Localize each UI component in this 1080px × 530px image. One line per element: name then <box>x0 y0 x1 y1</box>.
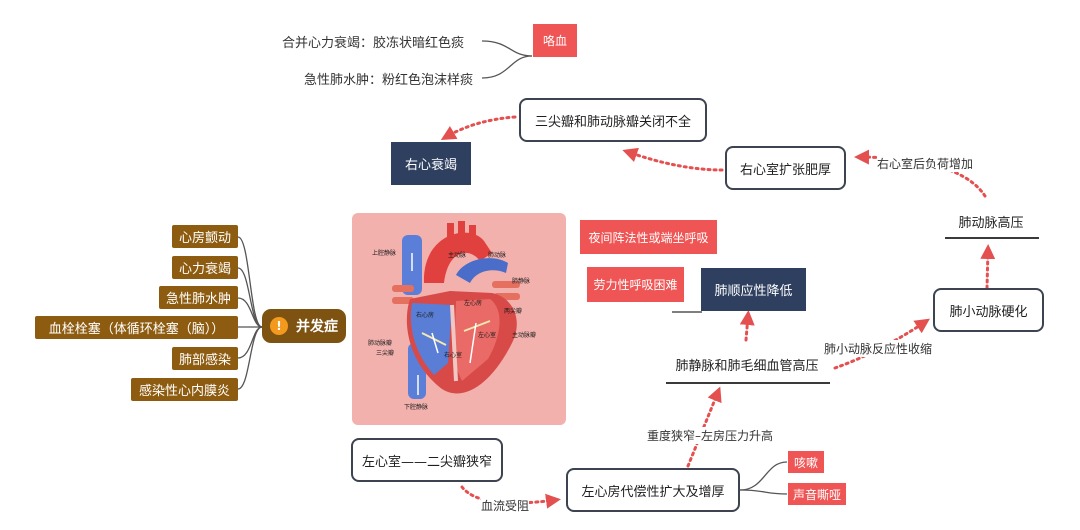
complications-central-node: ! 并发症 <box>262 309 346 343</box>
afterload-edge-label: 右心室后负荷增加 <box>877 155 974 172</box>
complication-endocarditis: 感染性心内膜炎 <box>131 378 238 401</box>
complication-atrial-fibrillation: 心房颤动 <box>172 225 238 248</box>
heart-label-pv: 肺静脉 <box>512 277 530 285</box>
right-heart-failure-node: 右心衰竭 <box>391 142 471 185</box>
pulmonary-artery-htn-underline <box>945 237 1039 239</box>
severe-stenosis-edge-label: 重度狭窄–左房压力升高 <box>647 427 774 444</box>
rv-hypertrophy-node: 右心室扩张肥厚 <box>725 146 846 190</box>
hemoptysis-brace <box>481 40 533 79</box>
heart-label-aorta: 主动脉 <box>448 251 466 259</box>
obstruction-edge-label: 血流受阻 <box>481 497 530 514</box>
heart-label-lv: 左心室 <box>478 331 496 339</box>
pulmonary-arteriole-node: 肺小动脉硬化 <box>933 288 1044 332</box>
reflex-edge-label: 肺小动脉反应性收缩 <box>824 340 933 357</box>
mitral-stenosis-node: 左心室——二尖瓣狭窄 <box>351 438 503 482</box>
heart-label-aortic-valve: 主动脉瓣 <box>512 331 536 339</box>
central-label: 并发症 <box>296 319 338 335</box>
hoarseness-tag: 声音嘶哑 <box>788 483 846 505</box>
heart-label-ra: 右心房 <box>416 311 434 319</box>
pulmonary-vein-htn-underline <box>666 382 830 384</box>
exertional-dyspnea-tag: 劳力性呼吸困难 <box>587 267 684 302</box>
cough-tag: 咳嗽 <box>788 451 824 473</box>
complication-pulmonary-edema: 急性肺水肿 <box>159 286 238 309</box>
heart-label-ivc: 下腔静脉 <box>404 403 428 411</box>
warning-icon: ! <box>270 317 288 335</box>
complication-thromboembolism: 血栓栓塞（体循环栓塞（脑）） <box>35 316 238 339</box>
complication-heart-failure: 心力衰竭 <box>172 256 238 279</box>
heart-illustration-card: 上腔静脉 主动脉 肺动脉 肺静脉 右心房 左心房 两尖瓣 左心室 主动脉瓣 肺动… <box>352 213 566 425</box>
heart-anatomy-icon: 上腔静脉 主动脉 肺动脉 肺静脉 右心房 左心房 两尖瓣 左心室 主动脉瓣 肺动… <box>368 221 536 411</box>
heart-label-tricuspid: 三尖瓣 <box>376 349 394 357</box>
complication-tree-lines <box>237 236 263 390</box>
heart-label-rv: 右心室 <box>444 351 462 359</box>
hemoptysis-item-pulmonary-edema: 急性肺水肿：粉红色泡沫样痰 <box>304 73 474 88</box>
la-enlargement-node: 左心房代偿性扩大及增厚 <box>566 468 740 512</box>
heart-label-la: 左心房 <box>464 299 482 307</box>
pulmonary-vein-htn-node: 肺静脉和肺毛细血管高压 <box>675 359 819 374</box>
heart-label-pulm-valve: 肺动脉瓣 <box>368 339 392 347</box>
complication-pulmonary-infection: 肺部感染 <box>172 347 238 370</box>
hemoptysis-tag: 咯血 <box>533 24 577 57</box>
hemoptysis-item-heart-failure: 合并心力衰竭：胶冻状暗红色痰 <box>282 36 465 51</box>
heart-label-svc: 上腔静脉 <box>372 249 396 257</box>
pulmonary-artery-htn-node: 肺动脉高压 <box>958 216 1024 231</box>
heart-label-mitral: 两尖瓣 <box>504 307 522 315</box>
heart-label-pa: 肺动脉 <box>488 251 506 259</box>
nocturnal-dyspnea-tag: 夜间阵法性或端坐呼吸 <box>580 220 717 254</box>
symptom-brace <box>739 461 788 495</box>
lung-compliance-node: 肺顺应性降低 <box>701 268 806 311</box>
valve-insufficiency-node: 三尖瓣和肺动脉瓣关闭不全 <box>519 98 707 142</box>
